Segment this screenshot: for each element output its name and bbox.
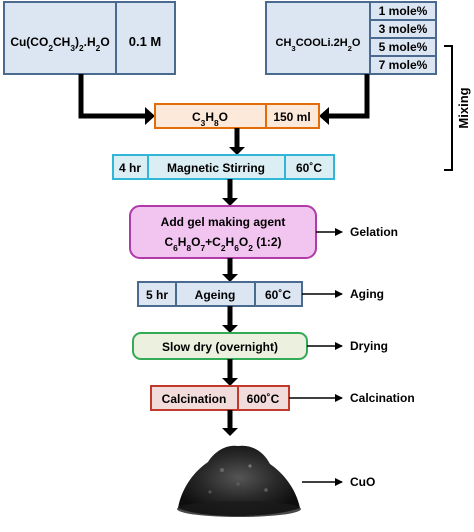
powder-grain	[208, 490, 212, 494]
lithium-feed-arrow	[329, 74, 370, 119]
cuo-powder-image	[177, 445, 301, 517]
formula-text: C	[192, 110, 201, 124]
lithium-concentration-4: 7 mole%	[379, 58, 428, 72]
formula-subscript: 2	[48, 43, 53, 53]
arrow-to-gel-head	[222, 198, 238, 206]
aging-label: Ageing	[195, 288, 236, 302]
formula-text: +C	[205, 235, 221, 249]
powder-grain	[264, 488, 268, 492]
solvent-frame	[154, 103, 320, 129]
lithium-precursor-box: CH3COOLi.2H2O 1 mole% 3 mole% 5 mole% 7 …	[265, 1, 437, 75]
formula-subscript: 3	[291, 44, 295, 53]
stirring-box: 4 hr Magnetic Stirring 60˚C	[112, 154, 335, 180]
copper-precursor-box: Cu(CO2CH3)2.H2O 0.1 M	[3, 1, 176, 75]
gel-formula: C6H8O7+C2H6O2 (1:2)	[164, 235, 281, 253]
copper-feed-arrowhead	[145, 107, 155, 125]
stirring-temp: 60˚C	[296, 161, 322, 175]
copper-precursor-formula: Cu(CO2CH3)2.H2O	[10, 35, 109, 53]
aging-frame	[137, 281, 303, 307]
formula-subscript: 2	[221, 243, 226, 253]
gel-title: Add gel making agent	[161, 215, 286, 229]
gel-box: Add gel making agent C6H8O7+C2H6O2 (1:2)	[129, 205, 317, 259]
formula-text: H	[178, 235, 187, 249]
formula-subscript: 2	[79, 43, 84, 53]
drying-box: Slow dry (overnight)	[132, 332, 308, 360]
formula-subscript: 3	[70, 43, 75, 53]
formula-subscript: 8	[186, 243, 191, 253]
lithium-concentration-2: 3 mole%	[379, 22, 428, 36]
calcination-label: Calcination	[162, 392, 227, 406]
calcination-outcome-label: Calcination	[350, 391, 415, 405]
formula-text: CH	[276, 37, 292, 49]
lithium-precursor-formula: CH3COOLi.2H2O	[276, 37, 361, 53]
formula-subscript: 3	[201, 118, 206, 128]
arrow-to-product-head	[222, 428, 238, 436]
powder-grain	[220, 468, 224, 472]
stirring-time: 4 hr	[119, 161, 141, 175]
calcination-box: Calcination 600˚C	[150, 385, 290, 411]
formula-subscript: 6	[173, 243, 178, 253]
mixing-label: Mixing	[456, 87, 471, 128]
arrow-to-stirring-head	[229, 147, 245, 155]
aging-time: 5 hr	[146, 288, 168, 302]
powder-grain	[248, 464, 252, 468]
formula-text: .H	[84, 35, 96, 49]
powder-pile-shape	[178, 445, 300, 516]
calcination-temp: 600˚C	[247, 392, 280, 406]
formula-subscript: 2	[348, 44, 352, 53]
formula-text: H	[226, 235, 235, 249]
lithium-concentration-3: 5 mole%	[379, 40, 428, 54]
formula-text: O	[239, 235, 248, 249]
lithium-feed-arrowhead	[319, 107, 329, 125]
solvent-formula: C3H8O	[192, 110, 228, 128]
lithium-concentration-1: 1 mole%	[379, 4, 428, 18]
formula-text: O	[352, 37, 361, 49]
arrow-to-drying-head	[222, 325, 238, 333]
aging-temp: 60˚C	[265, 288, 291, 302]
solvent-volume: 150 ml	[273, 110, 310, 124]
product-label: CuO	[350, 475, 375, 489]
formula-subscript: 2	[248, 243, 253, 253]
aging-outcome-label: Aging	[350, 287, 384, 301]
formula-subscript: 6	[234, 243, 239, 253]
stirring-frame	[112, 154, 335, 180]
formula-subscript: 2	[96, 43, 101, 53]
mixing-bracket: Mixing	[444, 45, 471, 171]
drying-outcome-label: Drying	[350, 339, 388, 353]
copper-feed-arrow	[78, 74, 145, 119]
formula-text: O	[191, 235, 200, 249]
formula-text: O	[219, 110, 228, 124]
arrow-to-aging-head	[222, 274, 238, 282]
formula-subscript: 8	[214, 118, 219, 128]
formula-text: C	[164, 235, 173, 249]
formula-text: )	[75, 35, 79, 49]
formula-subscript: 7	[200, 243, 205, 253]
formula-text: Cu(CO	[10, 35, 48, 49]
calcination-frame	[150, 385, 290, 411]
formula-text: (1:2)	[253, 235, 282, 249]
formula-text: O	[100, 35, 109, 49]
stirring-label: Magnetic Stirring	[167, 161, 265, 175]
formula-text: H	[205, 110, 214, 124]
formula-text: COOLi.2H	[296, 37, 348, 49]
arrow-to-calcination-head	[222, 378, 238, 386]
drying-label: Slow dry (overnight)	[162, 340, 278, 354]
powder-pile-base	[177, 501, 301, 517]
formula-text: CH	[53, 35, 70, 49]
copper-precursor-concentration: 0.1 M	[129, 34, 162, 49]
gelation-label: Gelation	[350, 225, 398, 239]
powder-grain	[236, 482, 240, 486]
copper-precursor-frame	[3, 1, 176, 75]
solvent-box: C3H8O 150 ml	[154, 103, 320, 129]
aging-box: 5 hr Ageing 60˚C	[137, 281, 303, 307]
mixing-bracket-line	[444, 45, 453, 171]
